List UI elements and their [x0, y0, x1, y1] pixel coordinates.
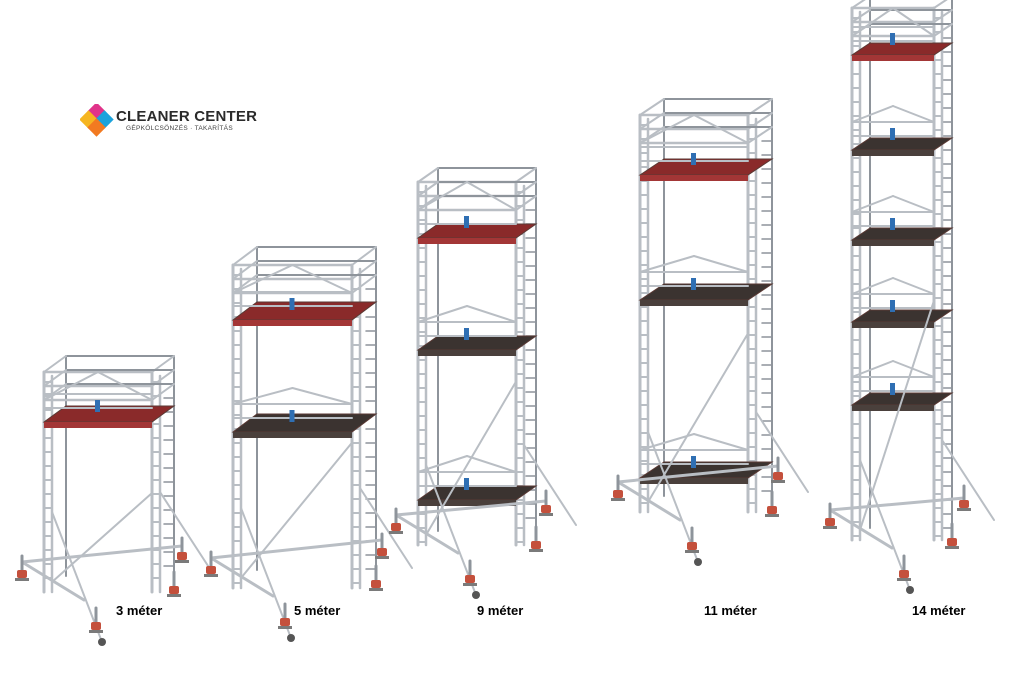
caster-wheel — [280, 618, 290, 626]
caster-wheel — [531, 541, 541, 549]
platform-deck — [231, 413, 378, 433]
scaffold-tower-3 — [389, 167, 577, 599]
caption-3-meter: 3 méter — [116, 603, 163, 618]
platform-deck — [850, 42, 954, 56]
caster-wheel — [91, 622, 101, 630]
caption-11-meter: 11 méter — [704, 603, 757, 618]
platform-deck — [416, 223, 538, 239]
platform-deck — [850, 227, 954, 241]
caster-wheel — [377, 548, 387, 556]
caster-wheel — [391, 523, 401, 531]
caster-wheel — [541, 505, 551, 513]
caster-wheel — [767, 506, 777, 514]
caption-5-meter: 5 méter — [294, 603, 341, 618]
logo-tagline: GÉPKÖLCSÖNZÉS · TAKARÍTÁS — [126, 125, 233, 132]
caster-wheel — [169, 586, 179, 594]
caster-wheel — [687, 542, 697, 550]
platform-deck — [850, 309, 954, 323]
scaffold-tower-1 — [15, 355, 213, 646]
platform-deck — [850, 137, 954, 151]
cleaner-center-logo: CLEANER CENTER GÉPKÖLCSÖNZÉS · TAKARÍTÁS — [80, 104, 260, 140]
caption-14-meter: 14 méter — [912, 603, 966, 618]
caster-wheel — [959, 500, 969, 508]
platform-deck — [416, 335, 538, 351]
scaffold-tower-5 — [823, 0, 995, 594]
caster-wheel — [899, 570, 909, 578]
caster-wheel — [613, 490, 623, 498]
caster-wheel — [825, 518, 835, 526]
logo-brand-text: CLEANER CENTER — [116, 108, 258, 125]
caption-9-meter: 9 méter — [477, 603, 524, 618]
caster-wheel — [177, 552, 187, 560]
scaffold-tower-4 — [611, 98, 809, 566]
caster-wheel — [947, 538, 957, 546]
caster-wheel — [371, 580, 381, 588]
caster-wheel — [206, 566, 216, 574]
platform-deck — [231, 301, 378, 321]
caster-wheel — [17, 570, 27, 578]
caster-wheel — [465, 575, 475, 583]
scaffold-tower-2 — [204, 246, 413, 642]
caster-wheel — [773, 472, 783, 480]
logo-diamond-icon — [80, 104, 114, 137]
